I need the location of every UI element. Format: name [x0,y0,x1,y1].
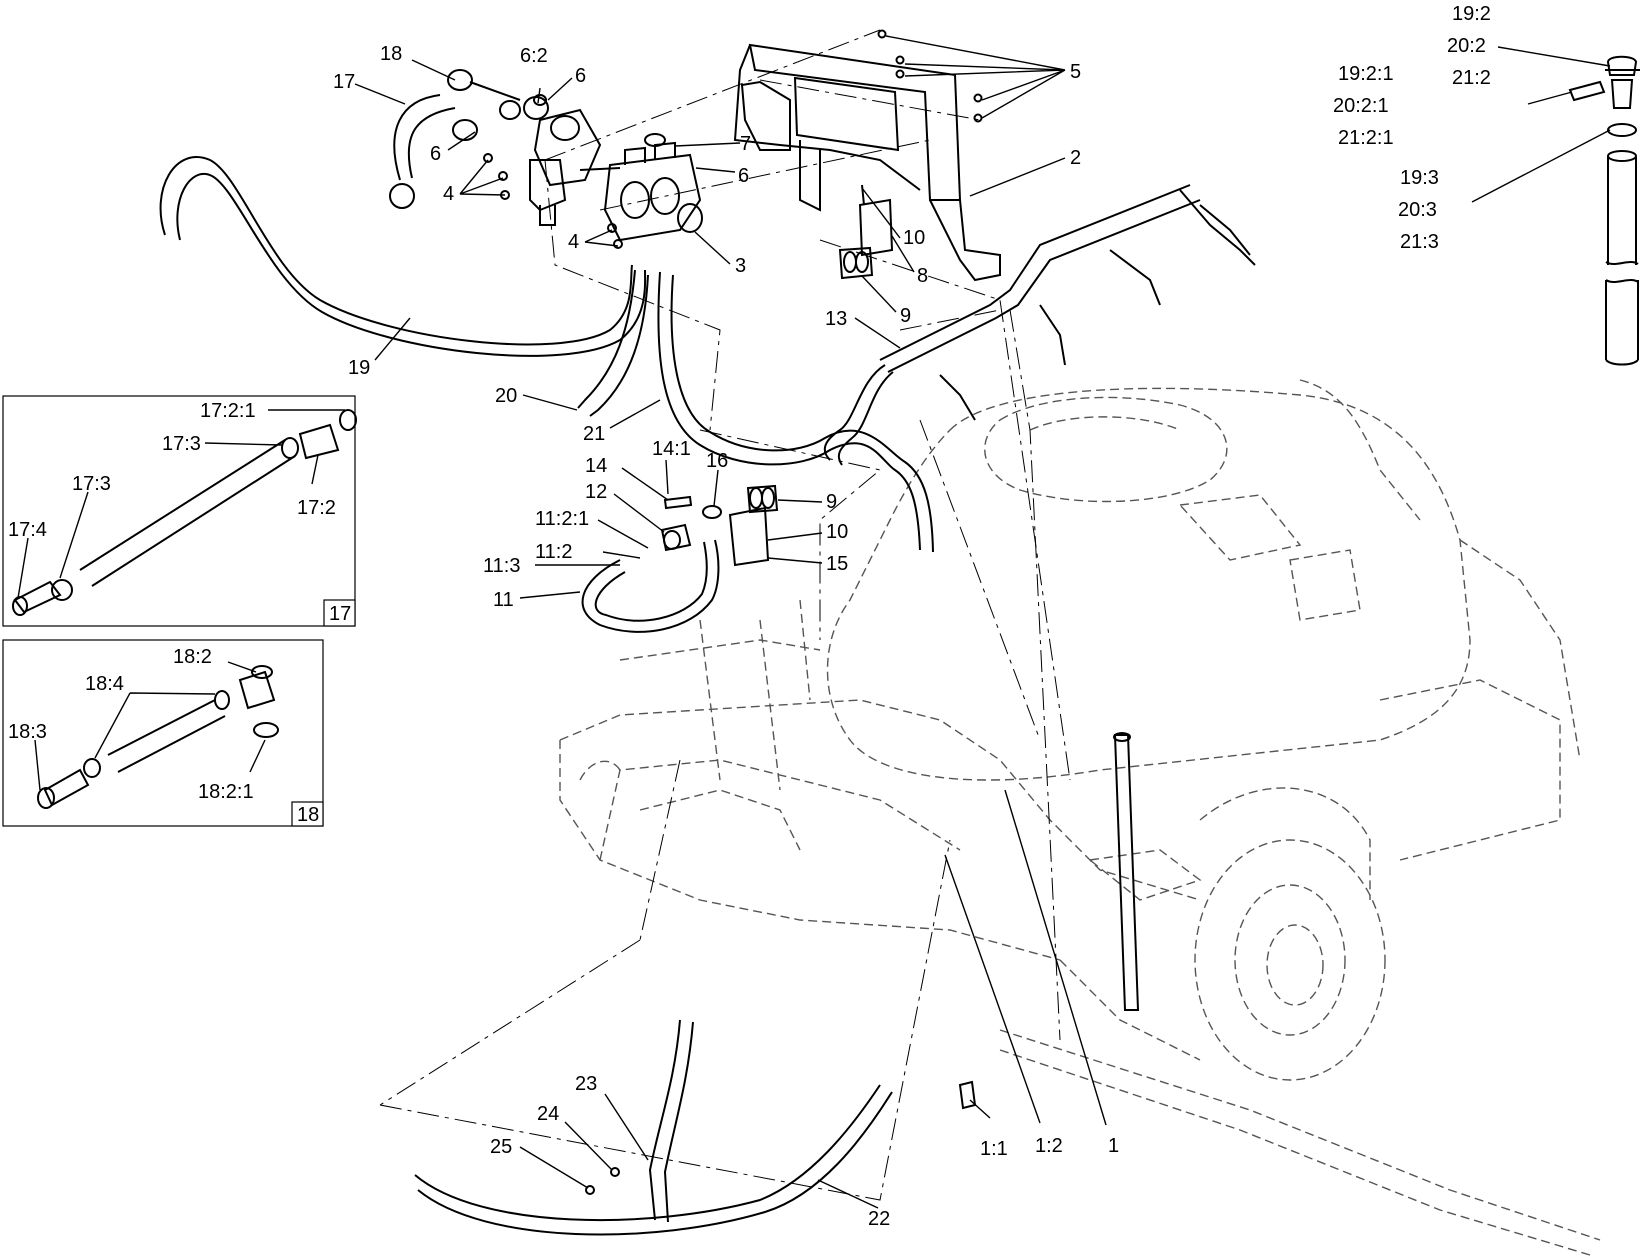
callout-4-upper: 4 [443,183,454,205]
callout-8: 8 [917,265,928,287]
callout-6-left: 6 [430,143,441,165]
callout-15: 15 [826,553,848,575]
phantom-assembly-lines [379,29,1071,1201]
gauge-tube-part1 [1113,732,1140,1011]
callout-6-right: 6 [738,165,749,187]
callout-14-1: 14:1 [652,438,691,460]
callout-22: 22 [868,1208,890,1230]
boom-pipe-part13 [823,184,1256,466]
callout-17-3-b: 17:3 [72,473,111,495]
callout-1-2: 1:2 [1035,1135,1063,1157]
hose-part11 [581,539,720,633]
leader-lines [17,35,1611,1209]
callout-21: 21 [583,423,605,445]
callout-1: 1 [1108,1135,1119,1157]
callout-21-2-1: 21:2:1 [1338,127,1394,149]
detail-box-18: 18 [2,639,324,827]
callout-19-2: 19:2 [1452,3,1491,25]
callout-21-3: 21:3 [1400,231,1439,253]
callout-17-3: 17:3 [162,433,201,455]
callout-24: 24 [537,1103,559,1125]
callout-19-3: 19:3 [1400,167,1439,189]
callout-20-2-1: 20:2:1 [1333,95,1389,117]
callout-17-2-1: 17:2:1 [200,400,256,422]
hose-part23 [648,1019,694,1223]
hose-part22 [414,1084,893,1236]
callout-20-2: 20:2 [1447,35,1486,57]
strainer-assembly-topright [1568,55,1640,366]
callout-4-lower: 4 [568,231,579,253]
callout-1-1: 1:1 [980,1138,1008,1160]
callout-18-2: 18:2 [173,646,212,668]
callout-6-2: 6:2 [520,45,548,67]
callout-13: 13 [825,308,847,330]
clip-part14 [663,495,693,510]
callout-20-3: 20:3 [1398,199,1437,221]
callout-25: 25 [490,1136,512,1158]
callout-11: 11 [493,589,514,611]
callout-6-top: 6 [575,65,586,87]
detail-box-17-tag: 17 [329,603,351,625]
fitting-part12 [660,523,692,552]
hose-part17-main [389,94,456,209]
bolts-part5 [877,29,983,123]
callout-20: 20 [495,385,517,407]
callout-11-3: 11:3 [483,555,520,577]
fitting-part16 [702,505,722,519]
callout-16: 16 [706,450,728,472]
callout-19-2-1: 19:2:1 [1338,63,1394,85]
callout-17-2: 17:2 [297,497,336,519]
callout-11-2: 11:2 [535,541,572,563]
detail-box-17: 17 [2,395,357,627]
hose-part20 [577,269,649,417]
callout-2: 2 [1070,147,1081,169]
callout-23: 23 [575,1073,597,1095]
callout-labels: 19:2 20:2 21:2 19:2:1 20:2:1 21:2:1 19:3… [8,3,1491,1230]
hardware-part24-25 [585,1167,620,1195]
clamp-part9-upper [838,246,874,280]
callout-17-4: 17:4 [8,519,47,541]
bolts-part4 [483,153,623,249]
clamp-part9-lower [746,484,779,514]
hose-part21 [657,271,934,553]
bracket-part15 [728,506,770,567]
callout-18: 18 [380,43,402,65]
callout-10-upper: 10 [903,227,925,249]
mount-bracket-part2 [733,43,1001,282]
callout-3: 3 [735,255,746,277]
callout-18-3: 18:3 [8,721,47,743]
hose-part18-main [447,69,521,101]
callout-17: 17 [333,71,355,93]
callout-12: 12 [585,481,607,503]
fuse-part1-1 [958,1080,977,1110]
callout-9-lower: 9 [826,491,837,513]
hose-part19 [159,156,647,357]
callout-5: 5 [1070,61,1081,83]
callout-18-4: 18:4 [85,673,124,695]
bracket-part8 [858,184,894,257]
callout-18-2-1: 18:2:1 [198,781,254,803]
valve-manifold-part3 [452,94,703,242]
callout-21-2: 21:2 [1452,67,1491,89]
machine-phantom-outline [559,379,1601,1256]
callout-7: 7 [740,133,751,155]
callout-19: 19 [348,357,370,379]
detail-box-18-tag: 18 [297,804,319,826]
callout-14: 14 [585,455,607,477]
callout-11-2-1: 11:2:1 [535,508,589,530]
callout-9-upper: 9 [900,305,911,327]
callout-10-lower: 10 [826,521,848,543]
